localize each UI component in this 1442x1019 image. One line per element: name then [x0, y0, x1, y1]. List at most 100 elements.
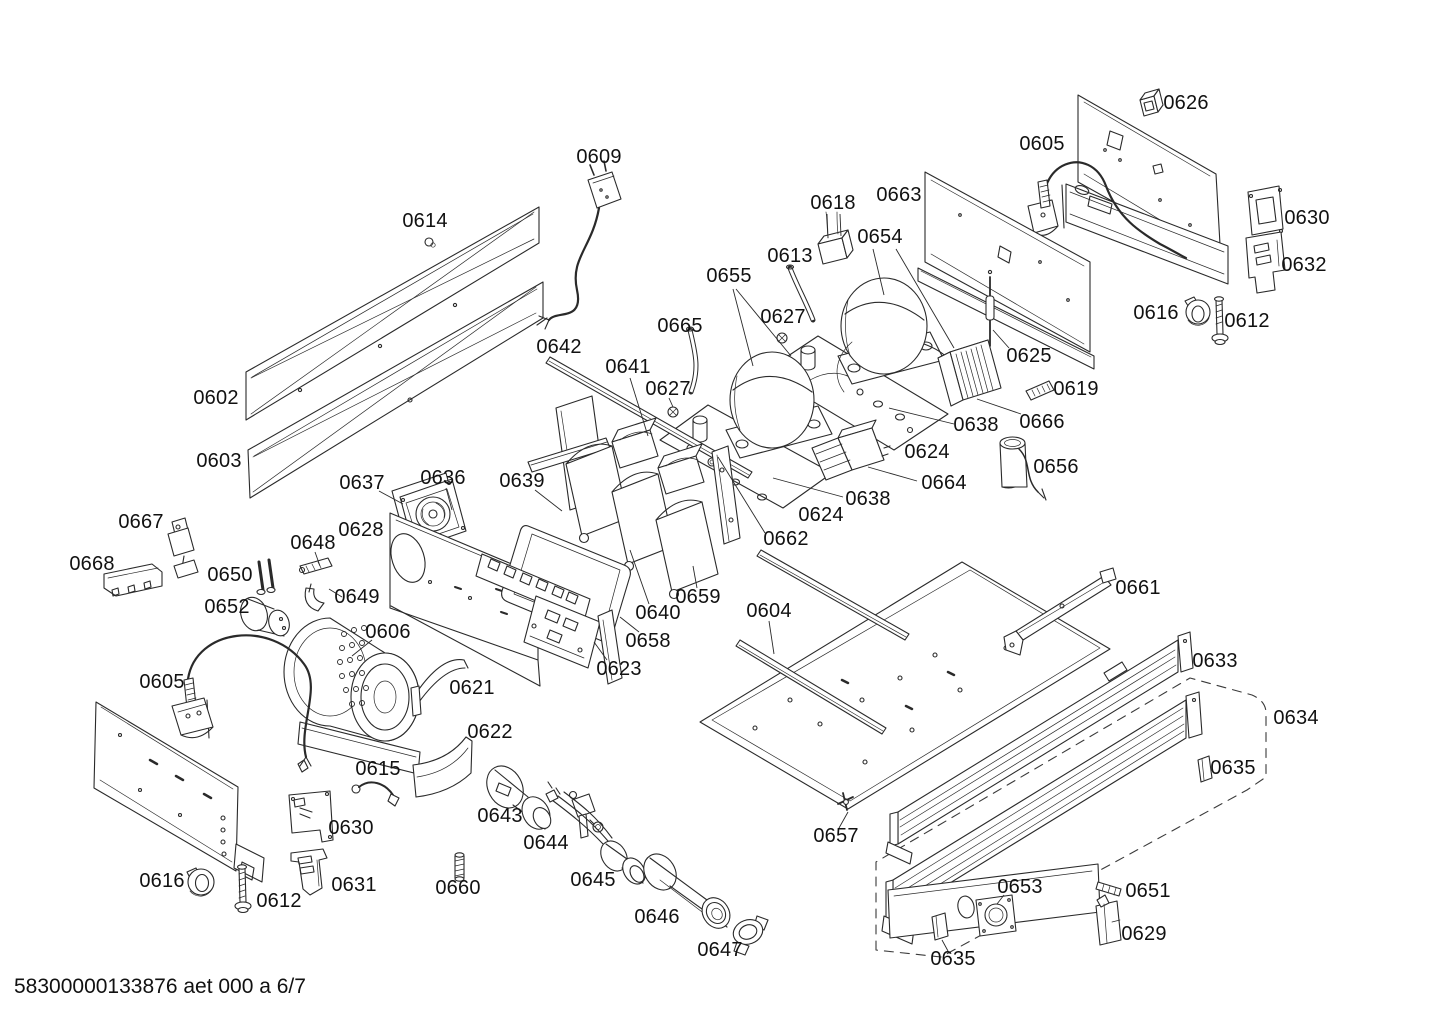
part-label-0605-48: 0605	[139, 671, 185, 693]
leader-0604	[768, 620, 775, 655]
part-0667-valve	[167, 517, 199, 579]
part-label-0636-27: 0636	[420, 467, 466, 489]
part-0656-capacitor	[999, 436, 1047, 501]
part-label-0661-38: 0661	[1115, 577, 1161, 599]
part-0668-channel	[103, 563, 163, 597]
part-bottom-left-panel	[93, 701, 265, 883]
part-label-0621-49: 0621	[449, 677, 495, 699]
part-label-0668-36: 0668	[69, 553, 115, 575]
part-label-0657-56: 0657	[813, 825, 859, 847]
part-label-0638-30: 0638	[845, 488, 891, 510]
part-0650-pins	[256, 558, 276, 596]
part-0664-relay	[811, 419, 891, 481]
part-label-0662-34: 0662	[763, 528, 809, 550]
leader-lines	[314, 213, 1022, 952]
part-0615-wire	[351, 781, 400, 807]
part-label-0606-44: 0606	[365, 621, 411, 643]
part-0618-junction-box	[817, 211, 854, 265]
part-0651-pin	[1095, 881, 1122, 897]
part-0663-panel	[917, 171, 1095, 370]
part-0653-adapter	[957, 894, 1017, 937]
part-label-0664-29: 0664	[921, 472, 967, 494]
part-label-0629-66: 0629	[1121, 923, 1167, 945]
part-label-0616-58: 0616	[139, 870, 185, 892]
part-0627-grommet-a	[776, 332, 788, 344]
part-grille-lower	[881, 661, 1203, 945]
part-0662-bracket	[711, 445, 741, 545]
part-cross-slat-upper	[756, 549, 910, 641]
part-label-0651-63: 0651	[1125, 880, 1171, 902]
part-label-0647-67: 0647	[697, 939, 743, 961]
part-0626-clip	[1139, 88, 1164, 117]
part-label-0635-68: 0635	[930, 948, 976, 970]
part-label-0614-5: 0614	[402, 210, 448, 232]
part-0646-cartridge	[643, 853, 731, 929]
leader-0627	[668, 397, 674, 408]
part-label-0605-1: 0605	[1019, 133, 1065, 155]
part-0655-compressor	[725, 351, 855, 459]
part-label-0640-42: 0640	[635, 602, 681, 624]
part-label-0624-31: 0624	[798, 504, 844, 526]
leader-0639	[534, 489, 563, 512]
part-label-0616-11: 0616	[1133, 302, 1179, 324]
part-label-0632-9: 0632	[1281, 254, 1327, 276]
leader-0641	[629, 377, 649, 437]
part-0612-screw-right	[1211, 296, 1229, 346]
part-label-0622-51: 0622	[467, 721, 513, 743]
part-label-0612-12: 0612	[1224, 310, 1270, 332]
part-0630-bracket-left	[288, 790, 334, 843]
leader-0636	[445, 487, 453, 511]
leader-0638	[888, 407, 955, 425]
part-0622-bracket	[412, 736, 473, 798]
leader-0649	[328, 588, 343, 598]
part-0635-clip-bottom	[931, 912, 949, 941]
leader-0657	[838, 811, 849, 829]
part-0645-connector	[545, 781, 646, 885]
part-label-0627-18: 0627	[645, 378, 691, 400]
leader-0623	[593, 641, 608, 661]
part-0630-bracket-right	[1247, 185, 1284, 236]
part-0614-fastener	[424, 237, 436, 248]
part-rear-housing-panel	[887, 863, 1101, 941]
part-0634-dashed-boundary	[875, 677, 1267, 958]
part-label-0641-17: 0641	[605, 356, 651, 378]
leader-0648	[314, 551, 321, 567]
leader-0655	[735, 288, 792, 357]
part-0665-tube	[685, 326, 699, 395]
part-label-0646-65: 0646	[634, 906, 680, 928]
part-0616-grommet-left	[186, 867, 215, 897]
part-0631-bracket	[290, 848, 328, 896]
part-label-0624-23: 0624	[904, 441, 950, 463]
part-0641-relay-boxes	[611, 417, 705, 495]
part-label-0639-28: 0639	[499, 470, 545, 492]
leader-0637	[378, 490, 404, 505]
part-0635-clip-right	[1197, 755, 1213, 783]
leader-0618	[839, 213, 842, 237]
document-number: 58300000133876 aet 000 a 6/7	[14, 975, 306, 998]
part-label-0628-32: 0628	[338, 519, 384, 541]
part-0605-plug-left	[171, 634, 312, 773]
leader-0655	[732, 288, 754, 367]
part-label-0630-6: 0630	[1284, 207, 1330, 229]
part-label-0653-62: 0653	[997, 876, 1043, 898]
leader-0640	[629, 549, 650, 605]
part-label-0654-7: 0654	[857, 226, 903, 248]
part-label-0652-40: 0652	[204, 596, 250, 618]
part-label-0612-64: 0612	[256, 890, 302, 912]
part-label-0659-41: 0659	[675, 586, 721, 608]
part-label-0626-0: 0626	[1163, 92, 1209, 114]
part-label-0613-8: 0613	[767, 245, 813, 267]
part-label-0638-22: 0638	[953, 414, 999, 436]
part-0604-slat	[735, 639, 887, 735]
part-label-0656-25: 0656	[1033, 456, 1079, 478]
leader-0635	[941, 939, 949, 952]
part-label-0618-4: 0618	[810, 192, 856, 214]
part-label-0619-19: 0619	[1053, 378, 1099, 400]
part-0612-screw-left	[234, 864, 252, 914]
part-label-0658-45: 0658	[625, 630, 671, 652]
part-0619-connector	[1025, 380, 1055, 401]
part-0602-panel	[245, 206, 540, 421]
part-0613-tube	[785, 264, 816, 323]
